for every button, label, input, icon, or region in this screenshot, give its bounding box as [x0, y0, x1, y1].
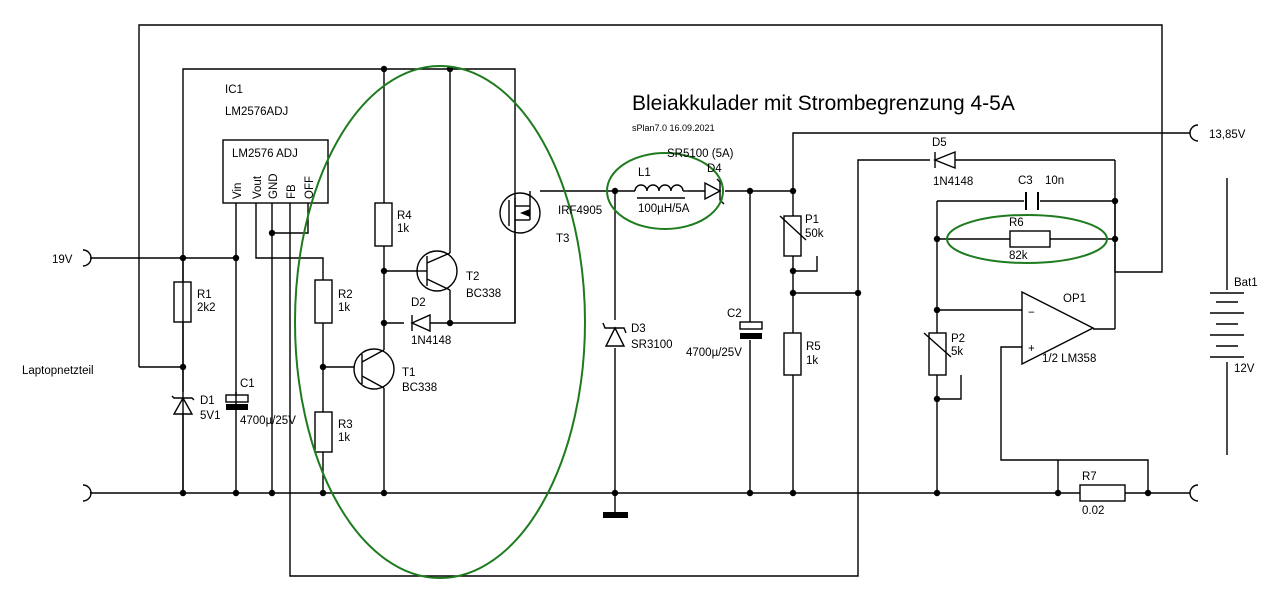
component-labels: R1 2k2 D1 5V1 C1 4700µ/25V R2 1k R3 1k R…: [197, 137, 1258, 517]
ic1-pin-vout: Vout: [252, 175, 264, 199]
ic1-box-label: LM2576 ADJ: [232, 148, 298, 160]
d5-value: 1N4148: [933, 176, 973, 188]
d5-ref: D5: [932, 137, 947, 149]
r6-body: [1009, 230, 1051, 248]
t3-value: IRF4905: [558, 205, 602, 217]
d2-ref: D2: [411, 297, 426, 309]
r4-value: 1k: [397, 223, 409, 235]
d1-ref: D1: [200, 395, 215, 407]
l1-value: 100µH/5A: [638, 203, 690, 215]
p2-arrow: [923, 332, 952, 358]
p2-value: 5k: [951, 346, 963, 358]
bat1-value: 12V: [1234, 363, 1255, 375]
p1-value: 50k: [805, 228, 824, 240]
d4-value: SR5100 (5A): [667, 148, 734, 160]
c2-ref: C2: [727, 308, 742, 320]
ic1-pin-fb: FB: [286, 184, 298, 199]
ic1-part: LM2576ADJ: [225, 106, 288, 118]
r1-value: 2k2: [197, 302, 216, 314]
r7-ref: R7: [1082, 471, 1097, 483]
terminals: 19V 13,85V Laptopnetzteil: [22, 124, 1246, 502]
r2-value: 1k: [338, 302, 350, 314]
p2-ref: P2: [951, 333, 965, 345]
c2-value: 4700µ/25V: [686, 347, 742, 359]
r7-body: [1079, 484, 1126, 502]
r3-value: 1k: [338, 432, 350, 444]
ground-symbol: [603, 512, 628, 518]
label-13-85v: 13,85V: [1209, 129, 1246, 141]
op1-minus: −: [1028, 307, 1035, 319]
capacitors: [225, 192, 1039, 410]
d3-value: SR3100: [631, 339, 673, 351]
label-19v: 19V: [52, 254, 73, 266]
diodes: [171, 150, 956, 493]
highlight-ellipses: [294, 65, 1108, 579]
wires: [90, 24, 1190, 577]
r4-body: [374, 202, 393, 247]
op1-ref: OP1: [1063, 293, 1086, 305]
t2-value: BC338: [466, 288, 501, 300]
r2-body: [314, 279, 333, 324]
r5-ref: R5: [806, 341, 821, 353]
t1-ref: T1: [402, 367, 415, 379]
output-terminal-plus: [1189, 124, 1199, 142]
battery-bat1: [1210, 178, 1244, 455]
c1-ref: C1: [240, 378, 255, 390]
op1-plus: +: [1028, 343, 1035, 355]
highlight-driver-stage: [294, 65, 586, 579]
transistors: [353, 191, 541, 390]
r1-ref: R1: [197, 289, 212, 301]
c3-ref: C3: [1018, 175, 1033, 187]
p1-ref: P1: [805, 214, 819, 226]
l1-ref: L1: [638, 167, 651, 179]
bat1-ref: Bat1: [1234, 277, 1258, 289]
label-laptopnetzteil: Laptopnetzteil: [22, 365, 94, 377]
r6-value: 82k: [1009, 250, 1028, 262]
ic1-ref: IC1: [225, 84, 243, 96]
ic1-pin-vin: Vin: [232, 183, 244, 199]
diagram-title: Bleiakkulader mit Strombegrenzung 4-5A: [632, 92, 1015, 115]
op1-value: 1/2 LM358: [1042, 353, 1096, 365]
ic1-pin-off: OFF: [304, 176, 316, 199]
d1-value: 5V1: [200, 410, 220, 422]
highlight-inductor-diode: [606, 152, 724, 230]
r4-ref: R4: [397, 210, 412, 222]
t3-ref: T3: [556, 233, 569, 245]
resistors: [173, 202, 1126, 502]
c1-value: 4700µ/25V: [240, 415, 296, 427]
t1-value: BC338: [402, 382, 437, 394]
output-terminal-gnd: [1189, 484, 1199, 502]
r2-ref: R2: [338, 289, 353, 301]
p2-body: [928, 332, 947, 376]
opamp-op1: − +: [1021, 290, 1095, 366]
d3-ref: D3: [631, 323, 646, 335]
junction-dots: [179, 65, 1152, 497]
ic1-pin-gnd: GND: [268, 173, 280, 199]
r3-body: [314, 411, 333, 453]
diagram-subtitle: sPlan7.0 16.09.2021: [632, 123, 715, 133]
input-terminal-19v: [82, 249, 92, 267]
r5-value: 1k: [806, 355, 818, 367]
highlight-r6: [946, 214, 1108, 264]
ic1: IC1 LM2576ADJ LM2576 ADJ Vin Vout GND FB…: [222, 84, 329, 204]
p1-arrow: [779, 215, 807, 241]
inductor-l1: [634, 184, 688, 199]
r5-body: [783, 332, 802, 376]
d2-value: 1N4148: [411, 335, 451, 347]
r6-ref: R6: [1009, 217, 1024, 229]
r7-value: 0.02: [1082, 505, 1104, 517]
d4-ref: D4: [707, 163, 722, 175]
r3-ref: R3: [338, 419, 353, 431]
t2-ref: T2: [466, 271, 479, 283]
input-terminal-gnd: [82, 484, 92, 502]
c3-value: 10n: [1045, 175, 1064, 187]
